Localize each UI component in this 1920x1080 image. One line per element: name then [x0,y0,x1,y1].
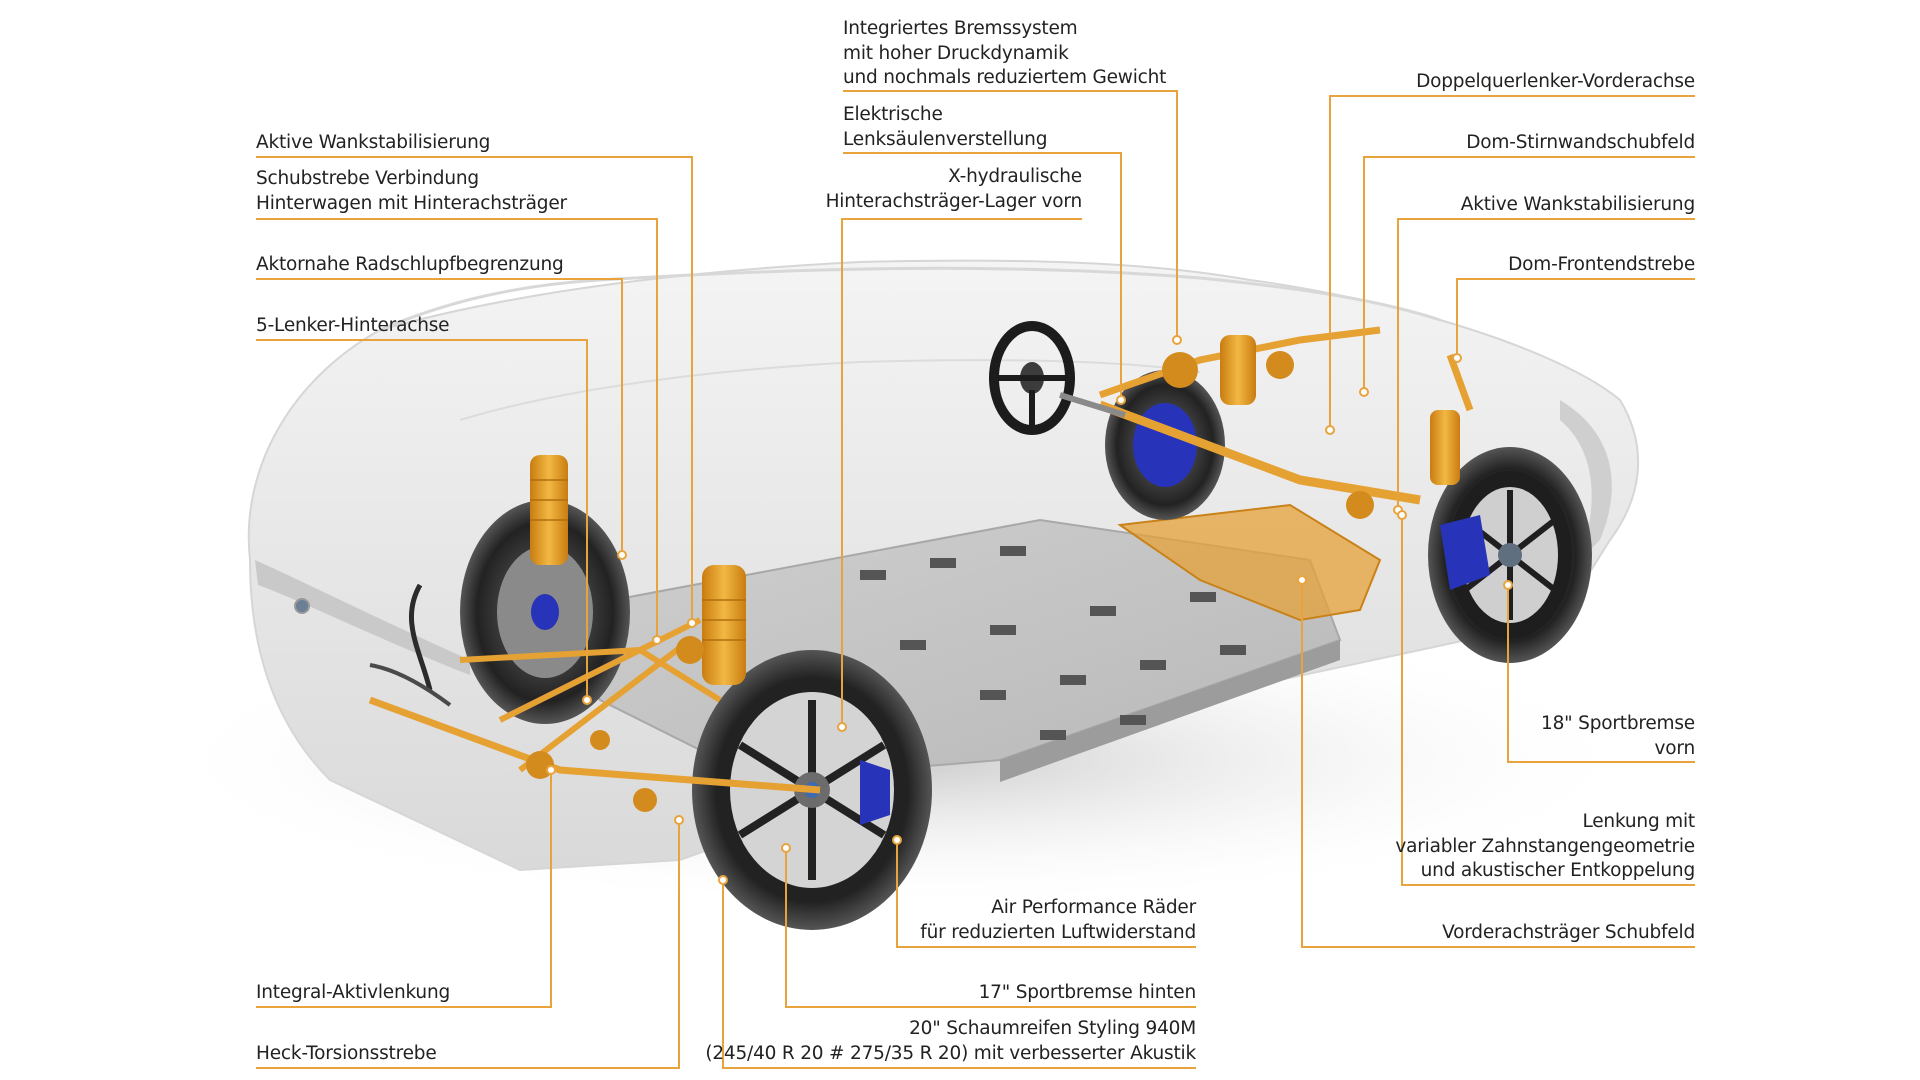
callout-line-sportbremse-vorn [1507,585,1695,763]
anchor-dot [546,765,556,775]
callout-line-raeder [896,840,1196,948]
car-window-line [459,359,1201,421]
battery-floor-front [1000,640,1340,782]
callout-line-aktive-wank-vorn [1397,218,1695,510]
brand-logo-rear [294,598,310,614]
callout-line-x-hydraulisch [841,218,1082,727]
anchor-dot [1297,575,1307,585]
label-lenksaeulenverstellung: Elektrische Lenksäulenverstellung [843,104,1048,150]
anchor-dot [781,843,791,853]
anchor-dot [1359,387,1369,397]
label-hinterachse: 5-Lenker-Hinterachse [256,315,450,336]
label-x-hydraulische-lager: X-hydraulische Hinterachsträger-Lager vo… [825,166,1083,212]
label-air-performance-raeder: Air Performance Räder für reduzierten Lu… [920,897,1196,943]
anchor-dot [892,835,902,845]
label-schaumreifen: 20" Schaumreifen Styling 940M (245/40 R … [705,1018,1196,1064]
anchor-dot [1116,395,1126,405]
steering-wheel [989,321,1126,435]
front-underbody-panel [1117,503,1382,622]
anchor-dot [1325,425,1335,435]
anchor-dot [687,618,697,628]
rear-axle-assembly [368,455,821,812]
callout-line-lenkung [1401,515,1695,886]
rear-hose [409,583,433,691]
callout-line-torsionsstrebe [256,820,680,1069]
anchor-dot [718,875,728,885]
front-right-wheel [1428,447,1592,663]
label-radschlupfbegrenzung: Aktornahe Radschlupfbegrenzung [256,254,564,275]
callout-line-aktive-wank-hinten [256,156,693,623]
front-axle-assembly [1098,326,1474,519]
callout-line-radschlupf [256,278,623,555]
anchor-dot [1172,335,1182,345]
front-fascia [1560,400,1612,560]
battery-cells [860,546,1246,740]
label-doppelquerlenker-vorderachse: Doppelquerlenker-Vorderachse [1416,71,1695,92]
callout-line-vorderachse [1329,95,1695,430]
label-aktive-wankstabilisierung-vorn: Aktive Wankstabilisierung [1460,194,1695,215]
callout-line-schubstrebe [256,218,658,640]
label-aktive-wankstabilisierung-hinten: Aktive Wankstabilisierung [256,132,491,153]
label-bremssystem: Integriertes Bremssystem mit hoher Druck… [843,18,1167,88]
label-lenkung: Lenkung mit variabler Zahnstangengeometr… [1395,811,1695,881]
front-far-wheel [1105,370,1225,520]
callout-line-bremssystem [843,90,1178,340]
label-vorderachstraeger-schubfeld: Vorderachsträger Schubfeld [1442,922,1695,943]
callout-line-hinterachse [256,339,588,700]
label-sportbremse-vorn: 18" Sportbremse vorn [1541,713,1695,759]
anchor-dot [674,815,684,825]
callout-line-stirnwand [1363,156,1695,392]
label-dom-stirnwandschubfeld: Dom-Stirnwandschubfeld [1466,132,1695,153]
label-schubstrebe: Schubstrebe Verbindung Hinterwagen mit H… [256,168,567,214]
anchor-dot [617,550,627,560]
anchor-dot [1397,510,1407,520]
callout-line-frontendstrebe [1456,278,1695,358]
callout-line-schaumreifen [722,880,1196,1069]
callout-line-schubfeld [1301,580,1695,948]
anchor-dot [1452,353,1462,363]
anchor-dot [652,635,662,645]
label-dom-frontendstrebe: Dom-Frontendstrebe [1508,254,1695,275]
anchor-dot [1503,580,1513,590]
car-roofline [379,266,1441,332]
label-sportbremse-hinten: 17" Sportbremse hinten [978,982,1197,1003]
callout-line-integral [256,770,552,1008]
callout-line-lenksaeule [843,152,1122,400]
rear-hose-2 [369,663,452,707]
callout-line-sportbremse-hinten [785,848,1196,1008]
anchor-dot [837,722,847,732]
label-heck-torsionsstrebe: Heck-Torsionsstrebe [256,1043,437,1064]
label-integral-aktivlenkung: Integral-Aktivlenkung [256,982,451,1003]
anchor-dot [582,695,592,705]
